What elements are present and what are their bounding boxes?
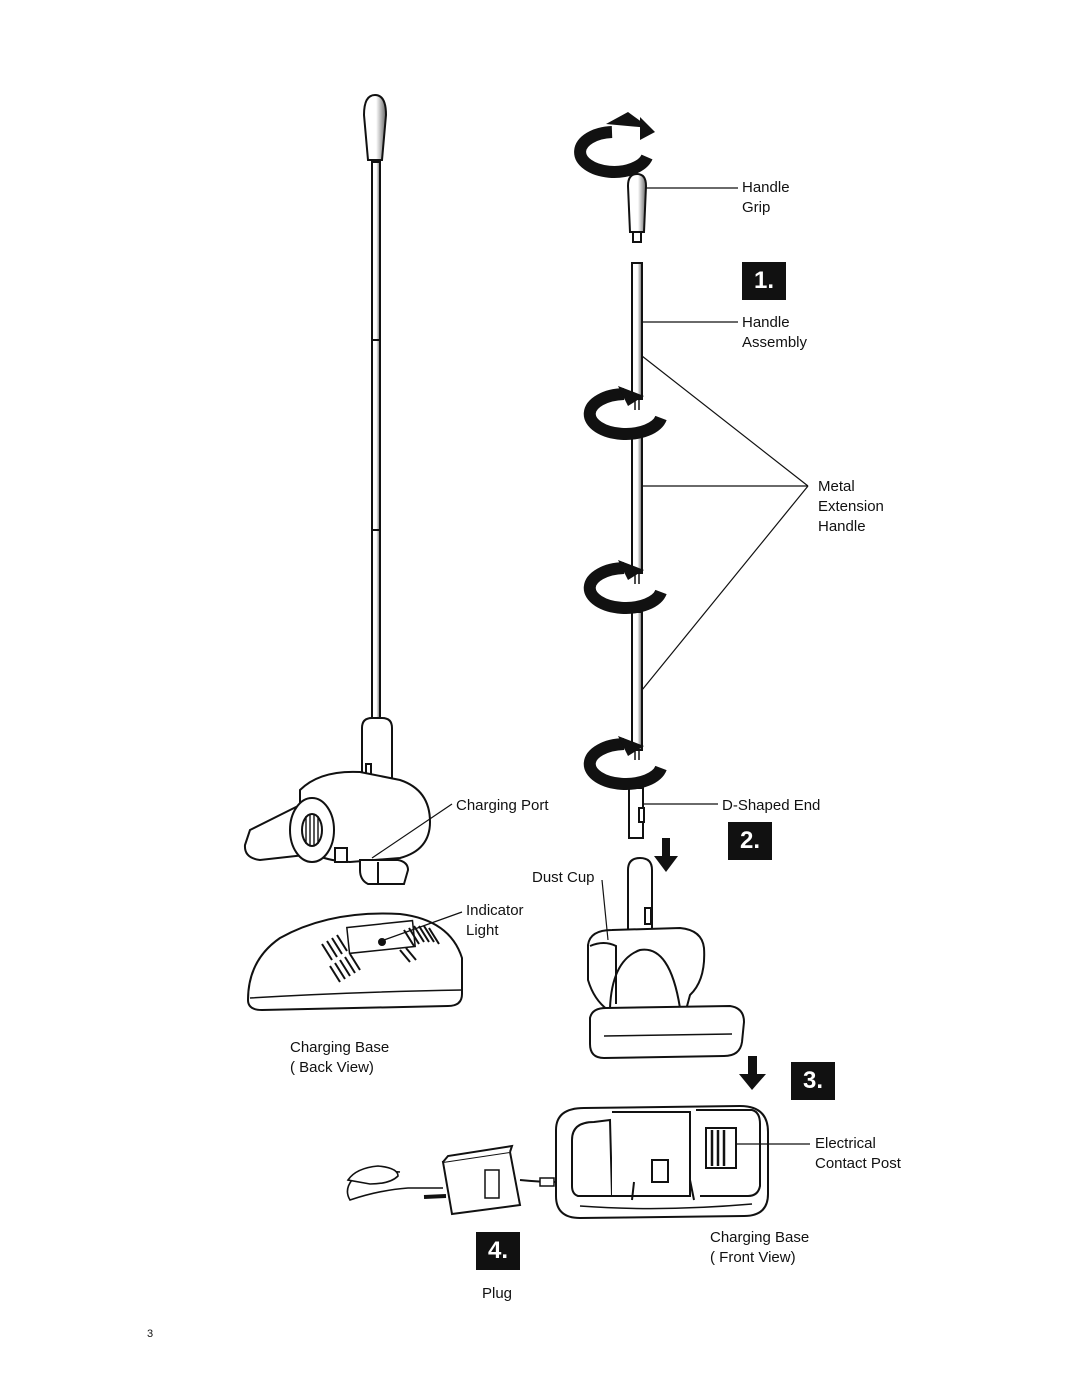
label-dust-cup: Dust Cup xyxy=(532,869,595,886)
cradle-post xyxy=(651,1159,669,1183)
leader-lines xyxy=(371,187,810,1145)
down-arrow-icon xyxy=(739,1056,766,1090)
extension-tube-2 xyxy=(631,611,643,751)
label-d-shaped-end: D-Shaped End xyxy=(722,797,821,814)
rotate-arrow-icon xyxy=(583,560,667,614)
plug-cord-end xyxy=(346,1165,399,1185)
rotate-arrow-icon xyxy=(583,736,667,790)
handle-assembly-part xyxy=(631,262,643,400)
assembled-charging-port xyxy=(334,847,348,863)
step-badge-4: 4. xyxy=(476,1232,520,1270)
assembled-foot xyxy=(359,859,410,885)
power-adapter xyxy=(346,1144,557,1216)
charging-base-back xyxy=(246,912,463,1012)
label-charging-port: Charging Port xyxy=(456,797,549,814)
exploded-assembly xyxy=(626,172,648,839)
step-badge-1: 1. xyxy=(742,262,786,300)
page-number: 3 xyxy=(147,1328,154,1340)
label-charging-base-front: Charging Base( Front View) xyxy=(710,1229,810,1266)
assembled-nozzle xyxy=(243,803,307,862)
vent-slots xyxy=(321,925,440,983)
down-arrow-icon xyxy=(654,838,678,872)
label-charging-base-back: Charging Base( Back View) xyxy=(290,1039,390,1076)
electrical-contact-post xyxy=(705,1127,737,1169)
rotate-arrow-icon xyxy=(583,386,667,440)
step-badge-2: 2. xyxy=(728,822,772,860)
charging-base-front xyxy=(555,1104,769,1220)
assembled-grip xyxy=(362,93,388,161)
assembled-vacuum xyxy=(243,93,432,885)
indicator-light xyxy=(378,938,386,946)
extension-tube-1 xyxy=(631,436,643,574)
dust-cup-unit xyxy=(587,856,746,1060)
handle-grip-part xyxy=(626,172,648,233)
step-badge-3: 3. xyxy=(791,1062,835,1100)
indicator-window xyxy=(345,919,417,955)
rotate-arrow-icon xyxy=(574,112,655,178)
assembled-rod xyxy=(371,161,381,723)
label-plug: Plug xyxy=(482,1285,513,1302)
dust-cup-nozzle xyxy=(589,1004,746,1060)
